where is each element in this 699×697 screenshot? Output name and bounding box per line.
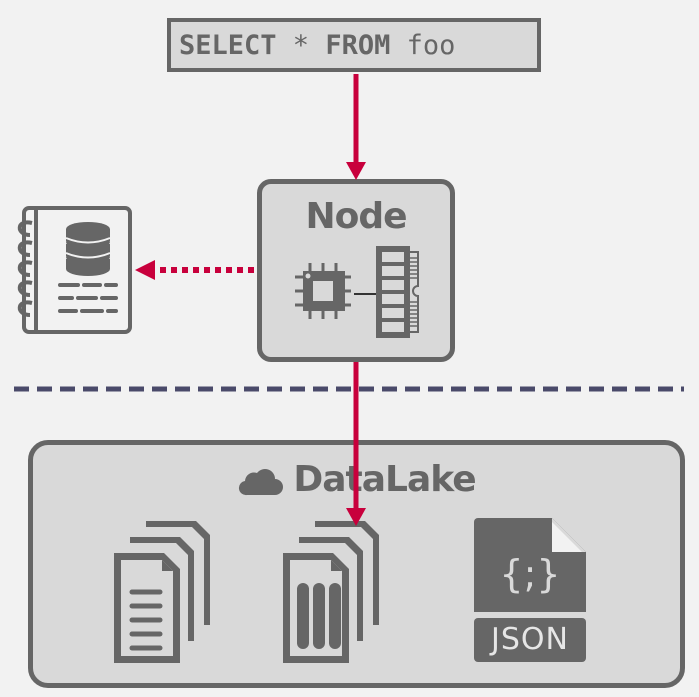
row-files-stack-icon xyxy=(114,521,210,663)
data-lake-container: DataLake {;} JSON xyxy=(28,440,685,688)
data-lake-title: DataLake xyxy=(293,459,476,500)
compute-node: Node xyxy=(257,179,455,362)
cpu-chip-icon xyxy=(295,263,351,319)
json-label: JSON xyxy=(491,622,569,657)
sql-table-name: foo xyxy=(390,29,456,61)
json-glyph: {;} xyxy=(499,552,561,596)
chip-ram-connector xyxy=(354,293,376,295)
node-to-catalog-arrow xyxy=(135,260,254,280)
catalog-notebook-database-icon xyxy=(17,206,132,334)
json-file-icon: {;} JSON xyxy=(474,518,586,662)
sql-keyword-select: SELECT xyxy=(179,29,277,61)
columnar-files-stack-icon xyxy=(283,521,379,663)
sql-star: * xyxy=(276,29,326,61)
sql-keyword-from: FROM xyxy=(325,29,391,61)
sql-query-box: SELECT * FROM foo xyxy=(167,18,541,72)
data-lake-header: DataLake xyxy=(33,459,680,500)
node-title: Node xyxy=(305,196,407,237)
cloud-icon xyxy=(239,468,284,495)
ram-module-icon xyxy=(376,246,419,338)
query-to-node-arrow xyxy=(346,74,366,180)
